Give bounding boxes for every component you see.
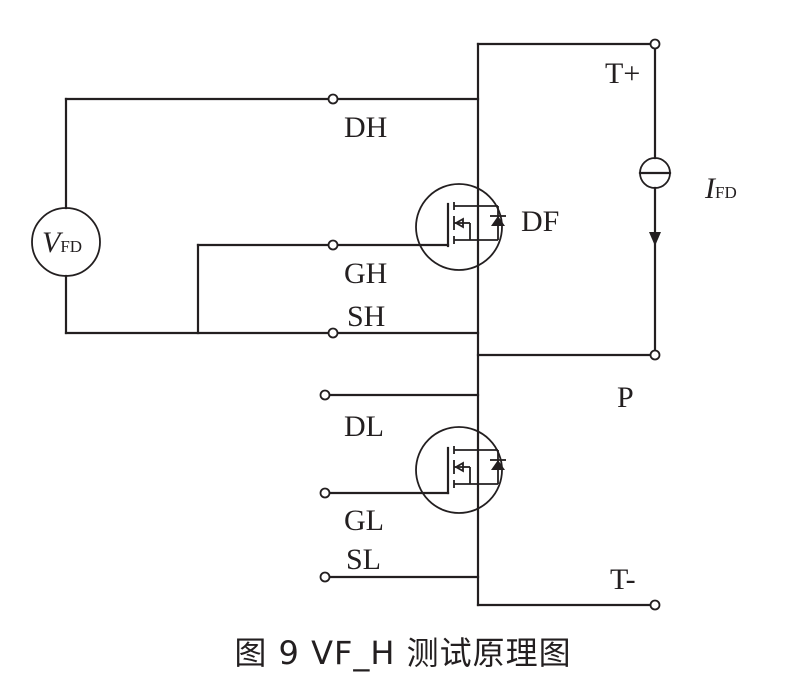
label-dl: DL	[344, 410, 384, 443]
terminal-sh	[327, 327, 339, 339]
label-sh: SH	[347, 300, 385, 333]
label-ifd: IFD	[704, 172, 737, 205]
label-gl: GL	[344, 504, 384, 537]
mosfet-lower	[415, 426, 506, 514]
label-p: P	[617, 381, 634, 414]
main-bus	[476, 42, 657, 607]
current-source-ifd	[638, 42, 672, 357]
terminal-p	[649, 349, 661, 361]
label-t-plus: T+	[605, 57, 640, 90]
terminal-sl	[319, 571, 331, 583]
mosfet-upper	[415, 183, 506, 271]
terminal-dl	[319, 389, 331, 401]
lower-pin-wires	[323, 393, 480, 579]
figure-caption: 图 9 VF_H 测试原理图	[234, 634, 572, 672]
label-t-minus: T-	[610, 563, 636, 596]
terminal-t-plus	[649, 38, 661, 50]
label-sl: SL	[346, 543, 381, 576]
current-arrow-icon	[649, 232, 661, 246]
voltmeter-loop	[31, 97, 480, 335]
label-df: DF	[521, 205, 559, 238]
terminal-t-minus	[649, 599, 661, 611]
label-dh: DH	[344, 111, 387, 144]
label-vfd: VFD	[42, 226, 82, 259]
terminal-gl	[319, 487, 331, 499]
terminal-dh	[327, 93, 339, 105]
terminals	[319, 38, 661, 611]
terminal-gh	[327, 239, 339, 251]
label-gh: GH	[344, 257, 387, 290]
